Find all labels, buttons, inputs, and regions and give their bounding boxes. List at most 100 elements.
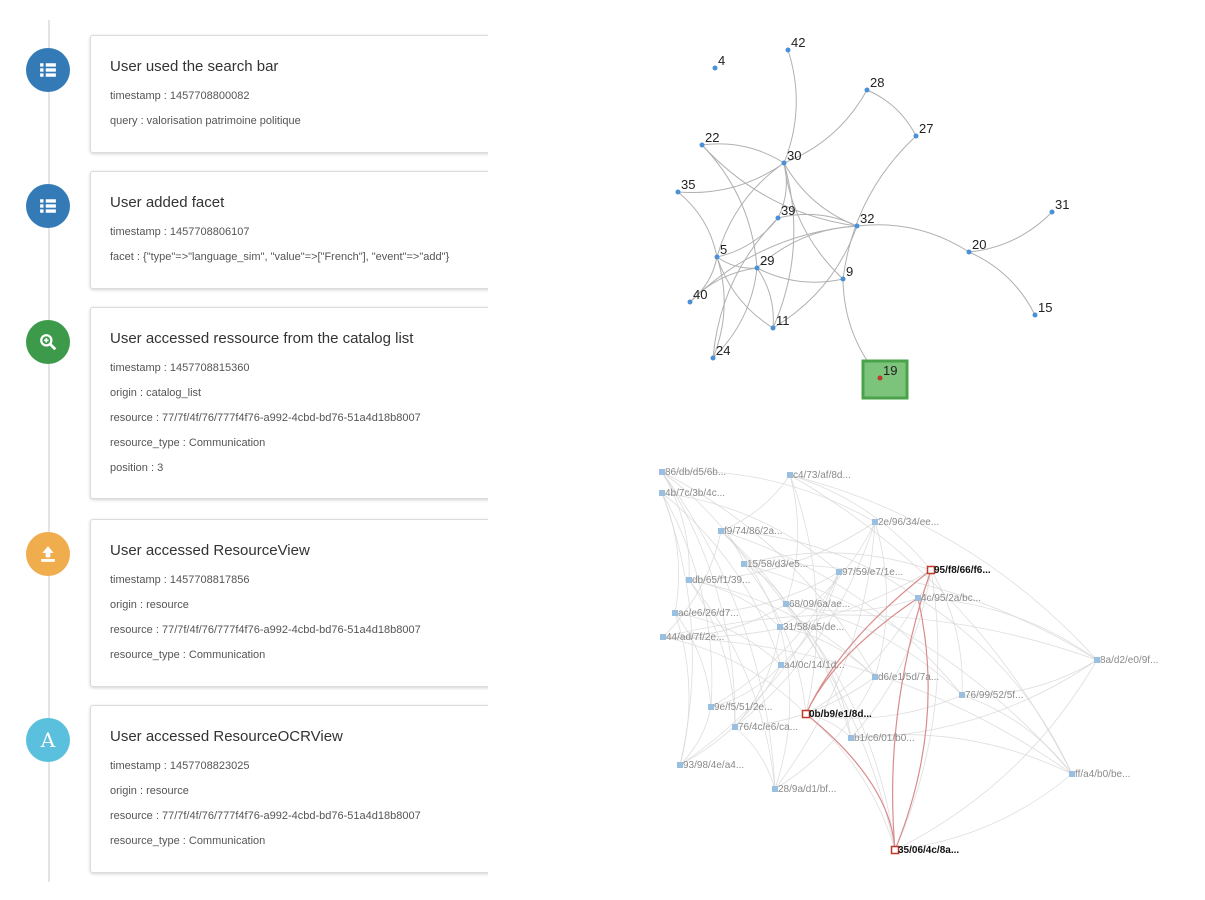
session-node[interactable]: 5 — [714, 242, 728, 260]
resource-node[interactable]: 76/99/52/5f... — [959, 690, 1023, 701]
graph-edge — [674, 612, 690, 766]
session-node[interactable]: 4 — [712, 53, 726, 71]
session-node[interactable]: 29 — [754, 253, 775, 271]
graph-edge — [785, 603, 896, 851]
session-node[interactable]: 15 — [1032, 300, 1053, 318]
graph-edge — [701, 144, 758, 269]
node-marker — [1094, 657, 1100, 663]
graph-edge — [772, 162, 795, 329]
session-node[interactable]: 32 — [854, 211, 875, 229]
resource-node[interactable]: 0b/b9/e1/8d... — [801, 709, 873, 720]
node-label: 29 — [760, 253, 774, 268]
node-label: ac/e6/26/d7... — [678, 608, 739, 619]
graph-edge — [662, 603, 787, 638]
graph-edge — [789, 474, 1073, 775]
resource-node[interactable]: 2e/96/34/ee... — [872, 517, 939, 528]
resource-node[interactable]: b1/c6/01/b0... — [848, 733, 915, 744]
event-property: origin : resource — [110, 599, 189, 611]
resource-node[interactable]: 31/58/a5/de... — [777, 622, 844, 633]
resource-node[interactable]: 95/f8/66/f6... — [926, 565, 991, 576]
resource-node[interactable]: ff/a4/b0/be... — [1069, 769, 1130, 780]
graph-edge — [805, 713, 896, 851]
node-dot — [775, 215, 781, 221]
graph-edge — [743, 563, 1098, 661]
node-marker — [659, 490, 665, 496]
graph-edge — [850, 659, 1098, 739]
session-node[interactable]: 28 — [864, 75, 885, 93]
selected-node-box — [861, 359, 909, 400]
graph-edge — [674, 571, 840, 614]
graph-edge — [712, 267, 758, 359]
graph-edge — [674, 612, 782, 666]
graph-edge — [677, 191, 718, 258]
event-property: resource : 77/7f/4f/76/777f4f76-a992-4cb… — [110, 412, 421, 424]
session-node[interactable]: 11 — [770, 313, 790, 331]
event-property: timestamp : 1457708823025 — [110, 760, 250, 772]
graph-edge — [743, 563, 1073, 775]
graph-edge — [674, 612, 712, 708]
resource-node[interactable]: db/65/f1/39... — [686, 575, 750, 586]
node-label: 19 — [883, 363, 897, 378]
session-node[interactable]: 22 — [699, 130, 720, 148]
resource-node[interactable]: c4/73/af/8d... — [787, 470, 851, 481]
resource-node[interactable]: ac/e6/26/d7... — [672, 608, 739, 619]
resource-node[interactable]: 44/ad/7f/2e... — [660, 632, 724, 643]
graph-edge — [712, 256, 725, 359]
node-dot — [877, 375, 883, 381]
session-node[interactable]: 27 — [913, 121, 934, 139]
timeline-event-panel: User accessed ressource from the catalog… — [90, 307, 488, 499]
node-marker — [872, 674, 878, 680]
resource-node[interactable]: 9e/f5/51/2e... — [708, 702, 772, 713]
node-label: 76/99/52/5f... — [965, 690, 1023, 701]
highlight-edge — [805, 713, 896, 851]
node-label: 93/98/4e/a4... — [683, 760, 744, 771]
node-marker — [872, 519, 878, 525]
graph-edge — [720, 530, 852, 739]
session-node[interactable]: 24 — [710, 343, 731, 361]
graph-edge — [805, 597, 919, 715]
event-property: timestamp : 1457708806107 — [110, 226, 250, 238]
resource-node[interactable]: f9/74/86/2a... — [718, 526, 782, 537]
graph-edge — [850, 734, 1073, 775]
resource-node[interactable]: 4b/7c/3b/4c... — [659, 488, 725, 499]
node-label: 28/9a/d1/bf... — [778, 784, 836, 795]
graph-edge — [661, 492, 680, 614]
graph-edge — [779, 626, 876, 678]
resource-node[interactable]: 8a/d2/e0/9f... — [1094, 655, 1158, 666]
session-node[interactable]: 31 — [1049, 197, 1070, 215]
node-label: 24 — [716, 343, 730, 358]
graph-edge — [661, 492, 713, 708]
node-label: 68/09/6a/ae... — [789, 599, 850, 610]
session-node[interactable]: 39 — [775, 203, 796, 221]
resource-node[interactable]: 35/06/4c/8a... — [890, 845, 960, 856]
resource-node[interactable]: 86/db/d5/6b... — [659, 467, 726, 478]
session-node[interactable]: 20 — [966, 237, 987, 255]
session-node[interactable]: 42 — [785, 35, 806, 53]
node-dot — [699, 142, 705, 148]
resource-node[interactable]: a4/0c/14/1d... — [778, 660, 845, 671]
resource-node[interactable]: 4c/95/2a/bc... — [915, 593, 981, 604]
resource-node[interactable]: 97/59/e7/1e... — [836, 567, 903, 578]
node-label: 8a/d2/e0/9f... — [1100, 655, 1158, 666]
resource-node[interactable]: 76/4c/e6/ca... — [732, 722, 798, 733]
icon-letter: A — [40, 728, 56, 752]
node-marker — [777, 624, 783, 630]
resource-node[interactable]: 28/9a/d1/bf... — [772, 784, 836, 795]
node-marker — [660, 634, 666, 640]
node-label: 76/4c/e6/ca... — [738, 722, 798, 733]
node-label: 30 — [787, 148, 801, 163]
resource-node[interactable]: d6/e1/5d/7a... — [872, 672, 939, 683]
session-node[interactable]: 35 — [675, 177, 696, 195]
session-node[interactable]: 9 — [840, 264, 854, 282]
graph-edge — [661, 471, 690, 581]
resource-node[interactable]: 93/98/4e/a4... — [677, 760, 744, 771]
session-node[interactable]: 19 — [861, 359, 909, 400]
node-marker — [848, 735, 854, 741]
resource-node[interactable]: 15/58/d3/e5... — [741, 559, 808, 570]
graph-edge — [688, 579, 876, 678]
graph-edge — [716, 162, 785, 258]
session-node[interactable]: 40 — [687, 287, 708, 305]
graph-edge — [701, 144, 858, 227]
resource-node[interactable]: 68/09/6a/ae... — [783, 599, 850, 610]
session-node[interactable]: 30 — [781, 148, 802, 166]
